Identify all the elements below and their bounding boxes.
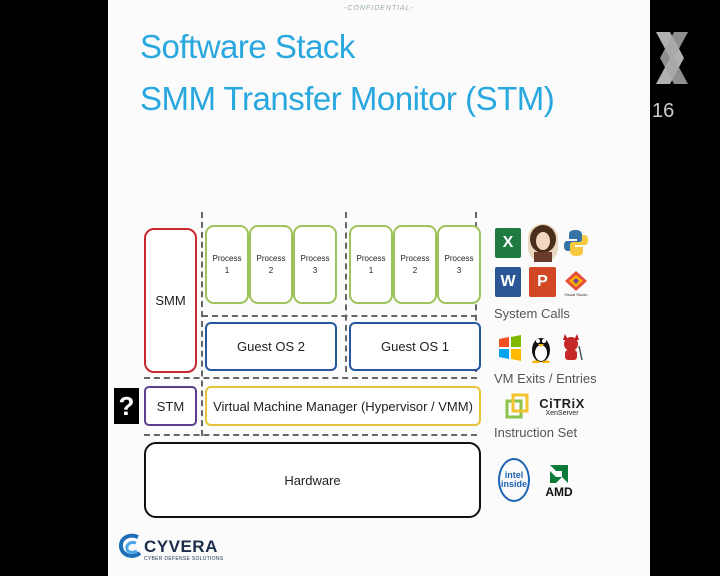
process-box: Process 1	[349, 225, 393, 304]
system-calls-label: System Calls	[494, 306, 570, 321]
citrix-label: CiTRiX	[539, 395, 585, 411]
channel-logo-icon	[638, 28, 698, 88]
process-box: Process 2	[393, 225, 437, 304]
cyvera-logo-icon	[118, 531, 142, 561]
portrait-icon	[528, 224, 558, 262]
slide-title-line1: Software Stack	[140, 28, 355, 65]
smm-box: SMM	[144, 228, 197, 373]
hardware-box: Hardware	[144, 442, 481, 518]
cyvera-tagline: CYBER DEFENSE SOLUTIONS	[144, 556, 224, 562]
divider-horizontal-1	[202, 315, 477, 317]
excel-icon: X	[495, 228, 521, 258]
vmware-icon	[505, 390, 529, 422]
process-box: Process 3	[437, 225, 481, 304]
amd-icon: AMD	[541, 458, 577, 504]
vmm-label: Virtual Machine Manager (Hypervisor / VM…	[213, 398, 473, 414]
channel-number: 16	[652, 100, 675, 122]
citrix-xenserver-icon: CiTRiX XenServer	[538, 391, 586, 421]
linux-tux-icon	[530, 332, 552, 364]
process-label: Process	[212, 253, 242, 263]
hardware-label: Hardware	[284, 472, 341, 488]
process-number: 3	[456, 265, 462, 275]
xenserver-label: XenServer	[545, 409, 579, 417]
powerpoint-icon: P	[529, 267, 556, 297]
stm-box: STM	[144, 386, 197, 426]
process-number: 2	[412, 265, 418, 275]
cyvera-logo-text: CYVERA	[144, 537, 218, 556]
bsd-daemon-icon	[559, 332, 583, 364]
process-label: Process	[444, 253, 474, 263]
guest-os-2-box: Guest OS 2	[205, 322, 337, 371]
process-number: 1	[224, 265, 230, 275]
windows-icon	[497, 333, 523, 363]
process-box: Process 3	[293, 225, 337, 304]
guest-os-1-box: Guest OS 1	[349, 322, 481, 371]
visual-studio-icon: Visual Studio	[562, 266, 590, 300]
process-box: Process 2	[249, 225, 293, 304]
python-icon	[564, 229, 588, 257]
instruction-set-label: Instruction Set	[494, 425, 578, 440]
divider-vertical-2	[345, 212, 347, 372]
confidential-banner: -CONFIDENTIAL-	[344, 5, 414, 12]
process-label: Process	[300, 253, 330, 263]
divider-vertical-1	[201, 212, 203, 436]
divider-horizontal-3	[144, 434, 477, 436]
guest-os-2-label: Guest OS 2	[237, 339, 305, 354]
process-box: Process 1	[205, 225, 249, 304]
slide: -CONFIDENTIAL- Software Stack SMM Transf…	[108, 0, 650, 576]
amd-label: AMD	[545, 485, 573, 499]
stm-label: STM	[156, 398, 185, 414]
process-number: 1	[368, 265, 374, 275]
divider-horizontal-2	[144, 377, 477, 379]
process-number: 3	[312, 265, 318, 275]
slide-title-line2: SMM Transfer Monitor (STM)	[140, 80, 555, 117]
intel-inside-icon: intel inside	[498, 458, 530, 502]
process-number: 2	[268, 265, 274, 275]
word-icon: W	[495, 267, 521, 297]
process-label: Process	[400, 253, 430, 263]
vmm-box: Virtual Machine Manager (Hypervisor / VM…	[205, 386, 481, 426]
process-label: Process	[356, 253, 386, 263]
question-mark-box: ?	[114, 388, 139, 424]
process-label: Process	[256, 253, 286, 263]
smm-label: SMM	[155, 293, 186, 308]
vm-exits-label: VM Exits / Entries	[494, 371, 597, 386]
visual-studio-label: Visual Studio	[564, 291, 588, 297]
guest-os-1-label: Guest OS 1	[381, 339, 449, 354]
